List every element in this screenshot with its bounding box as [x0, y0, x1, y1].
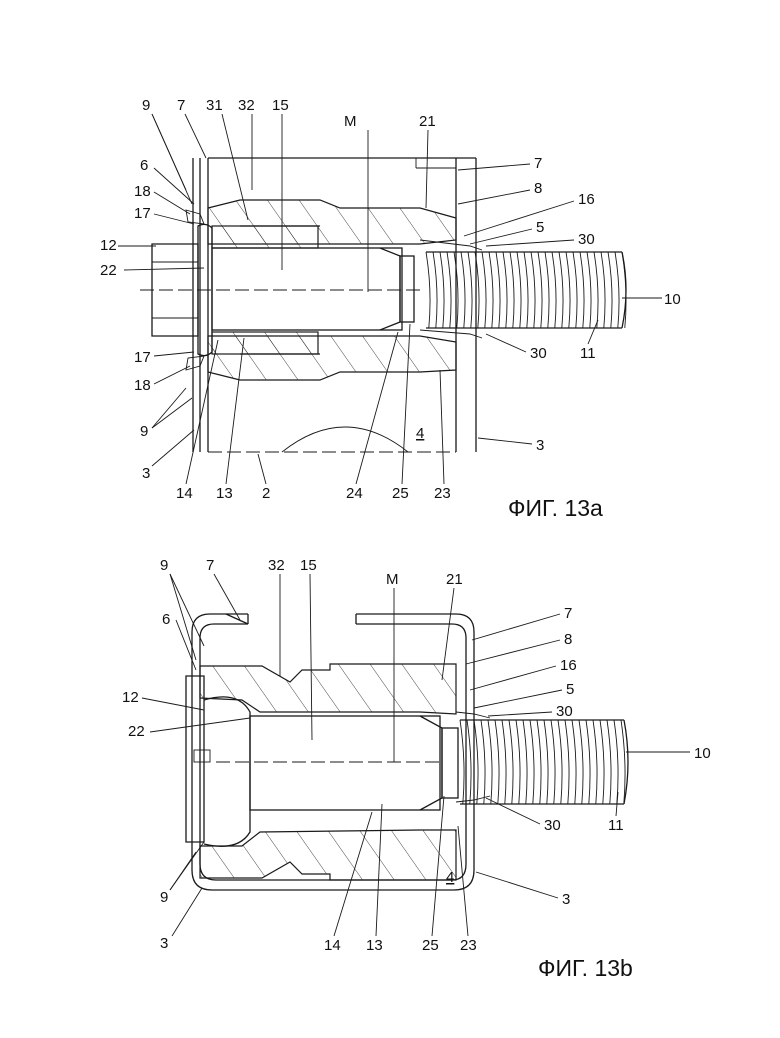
ref-5-13b: 5 [566, 681, 574, 698]
ref-6-13a: 6 [140, 157, 148, 174]
ref-22-13b: 22 [128, 723, 145, 740]
ref-6-13b: 6 [162, 611, 170, 628]
ref-16-13a: 16 [578, 191, 595, 208]
ref-5-13a: 5 [536, 219, 544, 236]
ref-11-13a: 11 [580, 345, 596, 362]
ref-14-13b: 14 [324, 937, 341, 954]
insert-30-top-13a [420, 240, 482, 250]
ref-2-13a: 2 [262, 485, 270, 502]
ref-30-top-13a: 30 [578, 231, 595, 248]
ref-9-bottom-13a: 9 [140, 423, 148, 440]
ref-7-left-13b: 7 [206, 557, 214, 574]
ref-21-13b: 21 [446, 571, 463, 588]
ref-3-right-13b: 3 [562, 891, 570, 908]
ref-32-13a: 32 [238, 97, 255, 114]
ref-31-13a: 31 [206, 97, 223, 114]
ref-9-top-13a: 9 [142, 97, 150, 114]
ref-11-13b: 11 [608, 817, 624, 834]
ref-18-top-13a: 18 [134, 183, 151, 200]
ref-7-right-13a: 7 [534, 155, 542, 172]
shank-13b [216, 716, 458, 810]
ref-17-bottom-13a: 17 [134, 349, 151, 366]
ref-15-13a: 15 [272, 97, 289, 114]
ref-12-13a: 12 [100, 237, 117, 254]
ref-21-13a: 21 [419, 113, 436, 130]
ref-3-right-13a: 3 [536, 437, 544, 454]
caption-13a: ФИГ. 13a [508, 495, 603, 521]
ref-24-13a: 24 [346, 485, 363, 502]
ref-30-bottom-13a: 30 [530, 345, 547, 362]
ref-7-left-13a: 7 [177, 97, 185, 114]
caption-13b: ФИГ. 13b [538, 955, 633, 981]
figure-13a [140, 158, 626, 452]
ref-13-13a: 13 [216, 485, 233, 502]
ref-7-right-13b: 7 [564, 605, 572, 622]
ref-14-13a: 14 [176, 485, 193, 502]
ref-M-13b: M [386, 571, 399, 588]
ref-3-left-13b: 3 [160, 935, 168, 952]
ref-8-13a: 8 [534, 180, 542, 197]
ref-15-13b: 15 [300, 557, 317, 574]
labels-13a: 9 7 31 32 15 M 21 7 6 8 18 16 17 5 30 12… [100, 97, 681, 521]
ref-25-13a: 25 [392, 485, 409, 502]
ref-23-13b: 23 [460, 937, 477, 954]
ref-22-13a: 22 [100, 262, 117, 279]
ref-17-top-13a: 17 [134, 205, 151, 222]
ref-12-13b: 12 [122, 689, 139, 706]
ref-M-13a: M [344, 113, 357, 130]
ref-13-13b: 13 [366, 937, 383, 954]
figure-13b [186, 614, 628, 890]
ref-18-bottom-13a: 18 [134, 377, 151, 394]
ref-32-13b: 32 [268, 557, 285, 574]
ref-10-13a: 10 [664, 291, 681, 308]
ref-25-13b: 25 [422, 937, 439, 954]
labels-13b: 9 7 32 15 M 21 6 7 8 16 12 5 30 22 10 30… [122, 557, 711, 981]
sleeve-13b [200, 664, 456, 880]
thread-13b [460, 720, 628, 804]
insert-30-bottom-13b [456, 796, 490, 802]
bolt-head-13b [186, 676, 250, 846]
ref-9-top-13b: 9 [160, 557, 168, 574]
ref-30-top-13b: 30 [556, 703, 573, 720]
ref-16-13b: 16 [560, 657, 577, 674]
ref-10-13b: 10 [694, 745, 711, 762]
ref-4-13a: 4 [416, 425, 424, 442]
ref-3-left-13a: 3 [142, 465, 150, 482]
ref-9-bottom-13b: 9 [160, 889, 168, 906]
insert-30-top-13b [456, 712, 490, 718]
insert-30-bottom-13a [420, 330, 482, 338]
ref-8-13b: 8 [564, 631, 572, 648]
ref-30-bottom-13b: 30 [544, 817, 561, 834]
ref-4-13b: 4 [446, 869, 454, 886]
ref-23-13a: 23 [434, 485, 451, 502]
